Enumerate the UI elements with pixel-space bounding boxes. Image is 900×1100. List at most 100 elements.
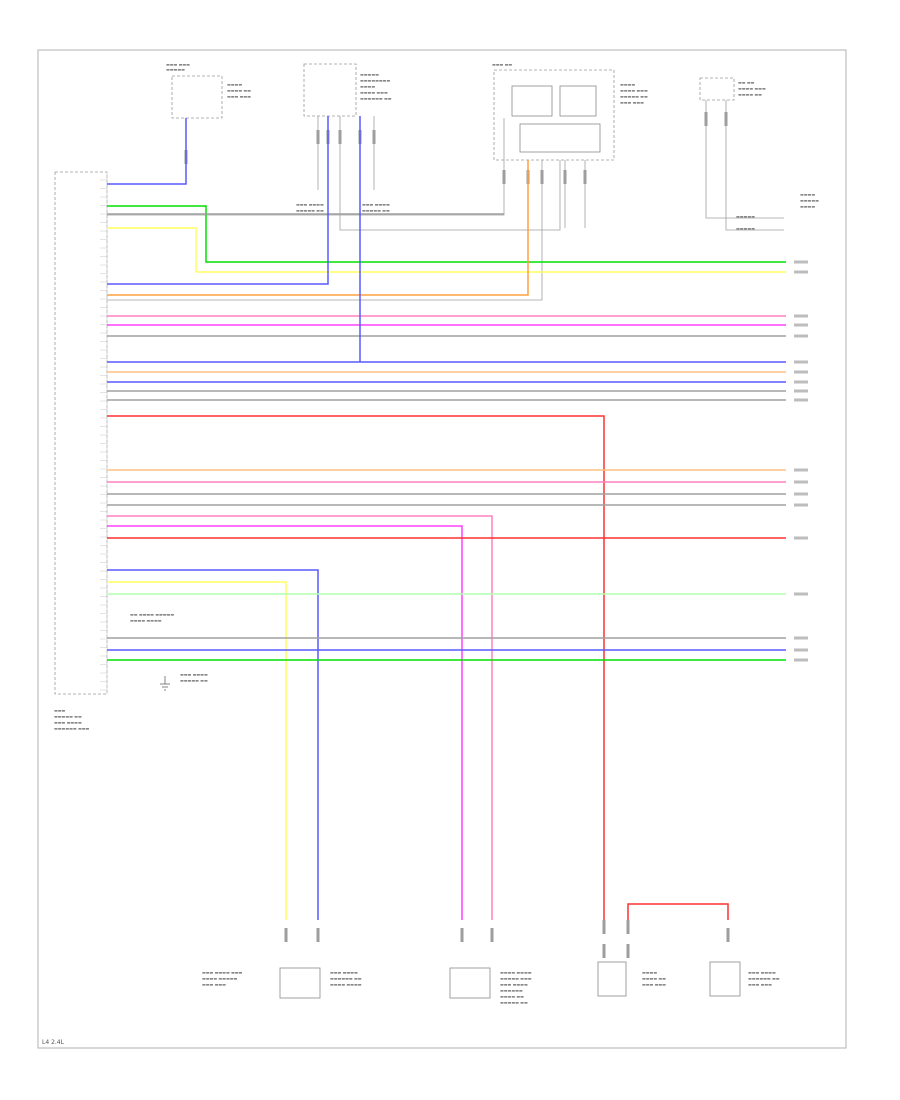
top-left-label-a: ▬▬▬ ▬▬▬	[166, 62, 190, 67]
connector-icon	[726, 928, 730, 942]
ecu-ground-label-b: ▬▬▬▬▬ ▬▬	[180, 678, 208, 683]
bottom-center-label-e: ▬▬▬▬ ▬▬	[500, 994, 524, 999]
relay-box-a	[511, 85, 553, 117]
top-left-label-d: ▬▬▬▬ ▬▬	[227, 88, 251, 93]
bottom-center-label-c: ▬▬▬ ▬▬▬▬	[500, 982, 528, 987]
wires	[107, 116, 808, 920]
relay-box-b	[559, 85, 597, 117]
center-label-c: ▬▬▬ ▬▬▬▬	[362, 202, 390, 207]
wire-yellow-2	[107, 581, 287, 920]
bottom-left-label-e: ▬▬▬▬▬▬ ▬▬	[330, 976, 362, 981]
far-right-small-label-b: ▬▬▬▬▬	[736, 226, 755, 231]
bottom-right-a-label-a: ▬▬▬▬	[642, 970, 657, 975]
footer-code: L4 2.4L	[42, 1039, 65, 1046]
connector-icon	[372, 130, 376, 144]
ecu-caption-3: ▬▬▬ ▬▬▬▬	[54, 720, 82, 725]
top-left-label-b: ▬▬▬▬▬	[166, 67, 185, 72]
top-left-label-e: ▬▬▬ ▬▬▬	[227, 94, 251, 99]
connector-icon	[626, 944, 630, 958]
wire-blue-3	[107, 116, 786, 363]
bottom-left-label-b: ▬▬▬▬ ▬▬▬▬▬	[202, 976, 238, 981]
ecu-side-label-a: ▬▬ ▬▬▬▬ ▬▬▬▬▬	[130, 612, 174, 617]
sensor-icon-left	[279, 967, 321, 999]
top-center-label-a: ▬▬▬▬▬	[360, 72, 379, 77]
top-center-label-c: ▬▬▬▬	[360, 84, 375, 89]
top-component-right: ▬▬▬▬ ▬▬▬▬ ▬▬▬ ▬▬▬▬▬ ▬▬ ▬▬▬ ▬▬▬ ▬▬▬ ▬▬	[492, 62, 648, 161]
far-right-side-label-b: ▬▬▬▬▬	[800, 198, 819, 203]
bottom-sensor-right-b: ▬▬▬ ▬▬▬▬ ▬▬▬▬▬▬ ▬▬ ▬▬▬ ▬▬▬	[709, 961, 780, 997]
wire-end-tag	[794, 389, 808, 393]
bottom-left-label-d: ▬▬▬ ▬▬▬▬	[330, 970, 358, 975]
connector-icon	[460, 928, 464, 942]
bottom-right-b-label-c: ▬▬▬ ▬▬▬	[748, 982, 772, 987]
wire-end-tag	[794, 468, 808, 472]
far-right-component-box	[699, 77, 735, 101]
connector-icon	[602, 944, 606, 958]
top-center-label-d: ▬▬▬▬ ▬▬▬	[360, 90, 388, 95]
bottom-sensor-center: ▬▬▬▬ ▬▬▬▬ ▬▬▬▬▬ ▬▬▬ ▬▬▬ ▬▬▬▬ ▬▬▬▬▬▬ ▬▬▬▬…	[449, 967, 532, 1005]
wire-end-tag	[794, 314, 808, 318]
top-gray-links	[107, 100, 784, 301]
wire-orange-1	[107, 160, 529, 296]
bottom-right-a-label-b: ▬▬▬▬ ▬▬	[642, 976, 666, 981]
wire-end-tag	[794, 334, 808, 338]
wire-end-tag	[794, 380, 808, 384]
center-label-a: ▬▬▬ ▬▬▬▬	[296, 202, 324, 207]
top-center-label-e: ▬▬▬▬▬▬ ▬▬	[360, 96, 392, 101]
bottom-right-a-label-c: ▬▬▬ ▬▬▬	[642, 982, 666, 987]
top-right-label-c: ▬▬▬▬▬ ▬▬	[620, 94, 648, 99]
top-center-label-b: ▬▬▬▬▬▬▬▬	[360, 78, 390, 83]
bottom-center-label-a: ▬▬▬▬ ▬▬▬▬	[500, 970, 532, 975]
far-right-label-b: ▬▬▬▬ ▬▬▬	[738, 86, 766, 91]
connector-icon	[316, 928, 320, 942]
wire-end-tag	[794, 270, 808, 274]
connector-icon	[316, 130, 320, 144]
bottom-center-label-b: ▬▬▬▬▬ ▬▬▬	[500, 976, 532, 981]
ground-icon	[160, 676, 170, 691]
bottom-sensor-right-a: ▬▬▬▬ ▬▬▬▬ ▬▬ ▬▬▬ ▬▬▬	[597, 961, 666, 997]
connector-icon	[583, 170, 587, 184]
top-right-label-a: ▬▬▬▬	[620, 82, 635, 87]
wire-end-tag	[794, 658, 808, 662]
wire-red-1	[107, 415, 605, 920]
bottom-center-label-d: ▬▬▬▬▬▬	[500, 988, 523, 993]
connector-icon	[502, 170, 506, 184]
wire-green-1	[107, 205, 786, 263]
top-component-center: ▬▬▬▬▬ ▬▬▬▬▬▬▬▬ ▬▬▬▬ ▬▬▬▬ ▬▬▬ ▬▬▬▬▬▬ ▬▬	[303, 63, 392, 117]
wire-magenta-2	[107, 525, 463, 920]
wire-blue-top-sensor	[107, 118, 187, 185]
bottom-right-b-label-a: ▬▬▬ ▬▬▬▬	[748, 970, 776, 975]
bottom-left-label-f: ▬▬▬▬ ▬▬▬▬	[330, 982, 362, 987]
bottom-left-label-c: ▬▬▬ ▬▬▬	[202, 982, 226, 987]
sensor-icon-right-a	[597, 961, 627, 997]
sensor-icon-center	[449, 967, 491, 999]
bottom-sensor-left: ▬▬▬ ▬▬▬▬ ▬▬▬ ▬▬▬▬ ▬▬▬▬▬ ▬▬▬ ▬▬▬ ▬▬▬ ▬▬▬▬…	[202, 967, 362, 999]
bottom-center-label-f: ▬▬▬▬▬ ▬▬	[500, 1000, 528, 1005]
top-right-label-b: ▬▬▬▬ ▬▬▬	[620, 88, 648, 93]
top-right-label-e: ▬▬▬ ▬▬	[492, 62, 512, 67]
connector-icon	[602, 920, 606, 934]
wire-end-tag	[794, 503, 808, 507]
ecu-caption-2: ▬▬▬▬▬ ▬▬	[54, 714, 82, 719]
wire-end-tag	[794, 360, 808, 364]
wire-yellow-1	[107, 227, 786, 273]
connector-icon	[540, 170, 544, 184]
diagram-frame	[37, 49, 847, 1049]
ecu-caption-1: ▬▬▬	[54, 708, 66, 713]
wire-blue-2	[107, 116, 329, 285]
center-label-b: ▬▬▬▬▬ ▬▬	[296, 208, 324, 213]
ecu-caption-4: ▬▬▬▬▬▬ ▬▬▬	[54, 726, 90, 731]
top-right-component-box	[493, 69, 615, 161]
connector-blocks	[184, 112, 730, 958]
far-right-label-a: ▬▬ ▬▬	[738, 80, 755, 85]
wire-end-tag	[794, 536, 808, 540]
bottom-left-label-a: ▬▬▬ ▬▬▬▬ ▬▬▬	[202, 970, 243, 975]
top-component-far-right: ▬▬ ▬▬ ▬▬▬▬ ▬▬▬ ▬▬▬▬ ▬▬ ▬▬▬▬ ▬▬▬▬▬ ▬▬▬▬ ▬…	[699, 77, 819, 231]
wire-blue-5	[107, 569, 319, 920]
far-right-side-label-c: ▬▬▬▬	[800, 204, 815, 209]
connector-icon	[490, 928, 494, 942]
wire-end-tag	[794, 370, 808, 374]
wire-end-tag	[794, 480, 808, 484]
far-right-label-c: ▬▬▬▬ ▬▬	[738, 92, 762, 97]
